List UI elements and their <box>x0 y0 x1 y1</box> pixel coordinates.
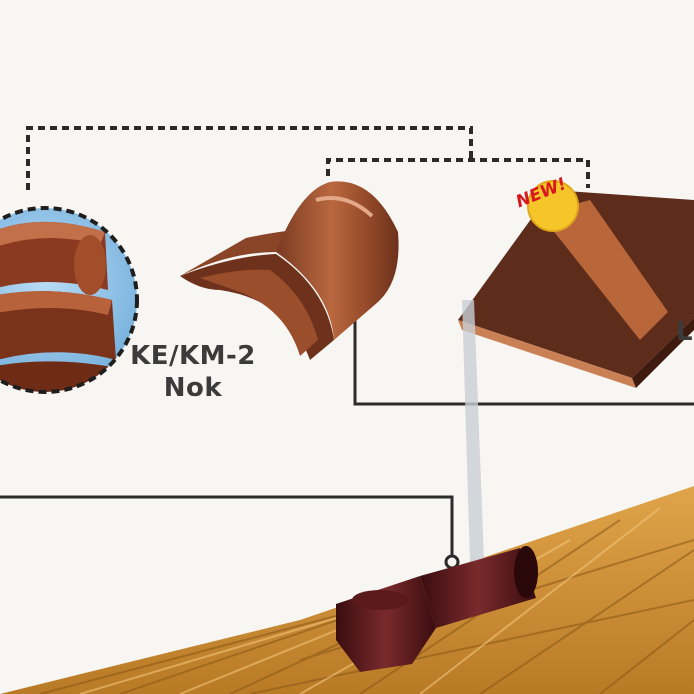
new-badge-circle <box>527 180 579 232</box>
ridge-tile-icon <box>180 181 399 360</box>
flat-tile-icon <box>458 190 694 388</box>
ridge-tile-label: KE/KM-2 Nok <box>118 340 268 404</box>
detail-circle <box>0 206 139 394</box>
ridge-tile-name: Nok <box>163 373 223 403</box>
vent-pipe-icon <box>336 300 538 672</box>
new-tile-label: L <box>676 317 694 347</box>
roof-tiles <box>0 486 694 694</box>
ridge-tile-code: KE/KM-2 <box>130 341 256 371</box>
dashed-connector <box>26 126 590 190</box>
